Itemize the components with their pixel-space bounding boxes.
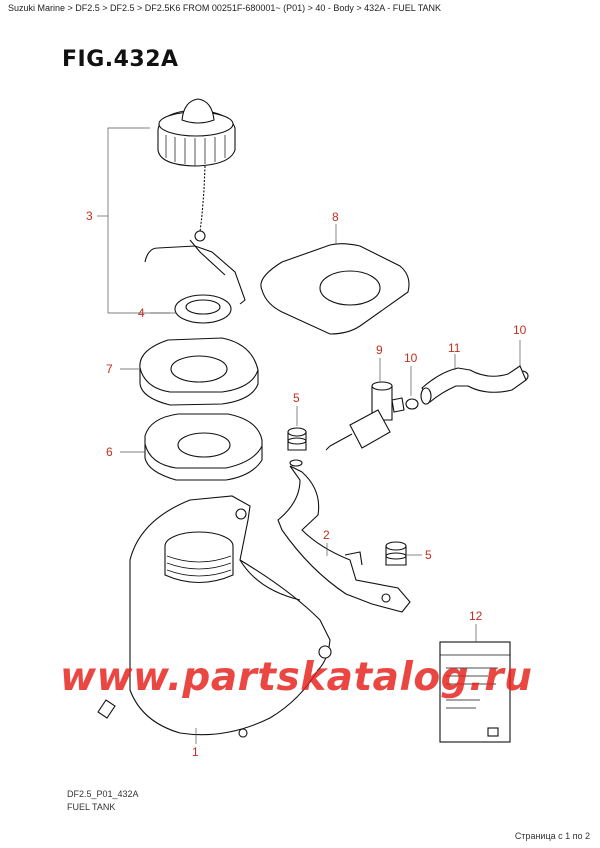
bracket-part [277,459,411,613]
callout-1: 1 [192,745,199,759]
gasket-ring-part [174,294,232,324]
callout-5a: 5 [293,391,300,405]
callout-4: 4 [138,306,145,320]
bracket-leader-3 [107,127,170,314]
callout-10a: 10 [404,351,418,365]
callout-12: 12 [469,609,483,623]
grommet-part-b [385,541,407,566]
callout-7: 7 [106,362,113,376]
seal-part [139,337,259,406]
callout-3: 3 [86,209,93,223]
flat-gasket-part [260,243,410,335]
figure-name: FUEL TANK [67,802,116,812]
fuel-hose-part [420,365,527,405]
fuel-tank-part [97,495,332,738]
callout-8: 8 [332,210,339,224]
figure-code: DF2.5_P01_432A [67,789,139,799]
breadcrumb: Suzuki Marine > DF2.5 > DF2.5 > DF2.5K6 … [8,3,442,13]
callout-6: 6 [106,445,113,459]
callout-11: 11 [448,341,461,355]
clip-part-a [405,398,419,410]
fuel-cap-part [144,98,246,305]
fuel-cock-part [325,381,405,451]
watermark: www.partskatalog.ru [60,655,533,700]
callout-5b: 5 [425,548,432,562]
callout-10b: 10 [513,323,527,337]
label-sheet-part [439,641,511,743]
figure-title: FIG.432A [62,47,179,72]
page-indicator: Страница с 1 по 2 [514,831,590,841]
callout-2: 2 [323,528,330,542]
flange-gasket-part [144,413,263,481]
callout-9: 9 [376,343,383,357]
grommet-part-a [287,427,307,451]
